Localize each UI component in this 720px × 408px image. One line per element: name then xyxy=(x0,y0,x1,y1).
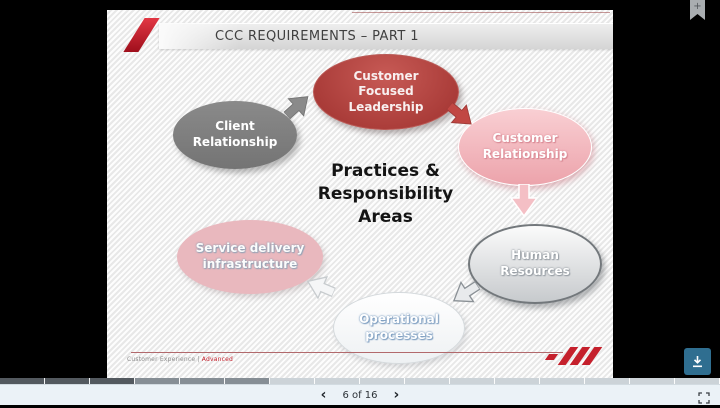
download-icon xyxy=(693,356,702,368)
arrow-hr-to-operational-icon xyxy=(445,274,485,313)
arrow-operational-to-service-icon xyxy=(301,268,339,305)
next-slide-button[interactable]: › xyxy=(393,387,400,403)
node-client-relationship: Client Relationship xyxy=(173,101,297,169)
node-service-delivery-infrastructure: Service delivery infrastructure xyxy=(177,220,323,294)
brand-text: Customer Experience | xyxy=(127,356,200,363)
download-button[interactable] xyxy=(684,348,711,375)
slide-footer-brand: Customer Experience | Advanced xyxy=(127,356,233,363)
slide-footer-rule xyxy=(131,352,563,353)
node-operational-processes: Operational processes xyxy=(333,292,465,364)
node-customer-focused-leadership: Customer Focused Leadership xyxy=(313,54,459,130)
arrow-leadership-to-customer-icon xyxy=(441,96,481,136)
node-label: Customer Focused Leadership xyxy=(348,68,424,114)
slide-stage[interactable]: CCC REQUIREMENTS – PART 1 Client Relatio… xyxy=(107,10,613,378)
node-label: Service delivery infrastructure xyxy=(195,241,305,271)
brand-accent-text: Advanced xyxy=(201,356,233,363)
node-customer-relationship: Customer Relationship xyxy=(458,108,592,186)
slide-tick-marks xyxy=(0,378,720,384)
brand-slashes-logo-icon xyxy=(544,346,603,366)
fullscreen-button[interactable] xyxy=(698,389,710,404)
node-label: Customer Relationship xyxy=(482,131,568,161)
slide-header-slash-logo xyxy=(123,18,160,52)
page-indicator: 6 of 16 xyxy=(342,389,378,401)
fullscreen-icon xyxy=(698,392,710,404)
slide-top-rule xyxy=(352,12,610,13)
node-label: Operational processes xyxy=(359,312,439,342)
diagram-center-text: Practices & Responsibility Areas xyxy=(317,161,454,227)
arrow-customer-to-hr-icon xyxy=(509,184,539,218)
bookmark-ribbon-button[interactable]: + xyxy=(690,0,705,20)
logo-stub xyxy=(544,354,559,360)
slide-title-bar: CCC REQUIREMENTS – PART 1 xyxy=(159,23,613,49)
previous-slide-button[interactable]: ‹ xyxy=(320,387,327,403)
plus-icon: + xyxy=(693,1,702,12)
page-title: CCC REQUIREMENTS – PART 1 xyxy=(215,28,419,44)
node-human-resources: Human Resources xyxy=(468,224,602,304)
node-label: Client Relationship xyxy=(192,119,278,149)
node-label: Human Resources xyxy=(500,248,570,278)
viewer-navbar: ‹ 6 of 16 › xyxy=(0,384,720,405)
arrow-client-to-leadership-icon xyxy=(278,85,318,125)
progress-scrubber[interactable] xyxy=(0,378,720,384)
